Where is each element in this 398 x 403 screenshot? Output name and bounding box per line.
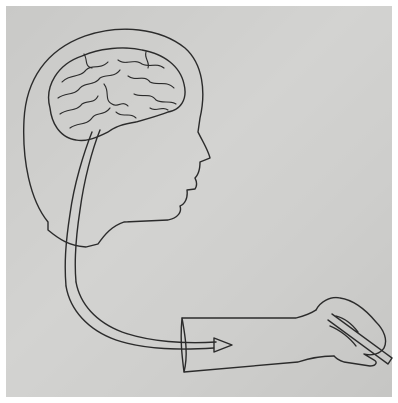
arm — [181, 310, 334, 372]
spinal-nerve — [76, 282, 216, 343]
head-outline — [24, 29, 210, 247]
brain-stem-inner — [65, 132, 92, 286]
arrow — [214, 338, 232, 352]
pencil — [328, 314, 392, 364]
brain-stem — [75, 130, 100, 282]
brain-folds — [58, 52, 176, 128]
